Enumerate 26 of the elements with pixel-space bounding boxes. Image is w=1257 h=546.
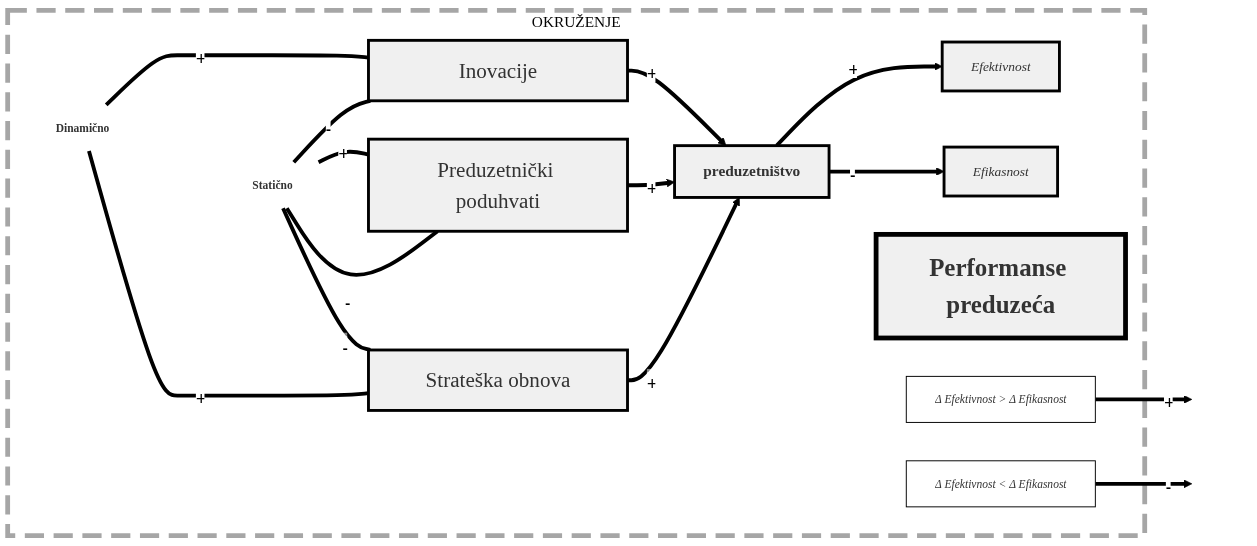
node-box: Strateška obnova — [367, 348, 629, 412]
edge-label: - — [1165, 476, 1172, 498]
node-text: Statično — [252, 178, 293, 192]
connector — [281, 207, 371, 352]
node-box: Efikasnost — [942, 145, 1059, 198]
node-box: Inovacije — [367, 38, 629, 103]
edge-label: - — [342, 336, 349, 358]
edge-label: - — [850, 163, 857, 185]
node-box: Preduzetnički poduhvati — [367, 137, 629, 233]
connector — [285, 207, 439, 277]
arrow — [1095, 395, 1193, 404]
arrow — [627, 197, 740, 383]
node-box: Performanse preduzeća — [873, 232, 1128, 341]
node-box: preduzetništvo — [673, 144, 831, 199]
node-text: Dinamično — [55, 121, 110, 135]
arrow — [1095, 479, 1193, 489]
node-box: Efektivnost — [940, 40, 1061, 93]
node-box: Δ Efektivnost < Δ Efikasnost — [905, 460, 1096, 508]
connector — [104, 53, 369, 107]
node-box: Δ Efektivnost > Δ Efikasnost — [905, 375, 1096, 423]
connector — [317, 149, 369, 164]
edge-label: - — [325, 117, 332, 139]
edge-label: - — [344, 292, 351, 314]
arrow — [627, 178, 675, 188]
arrow — [829, 167, 945, 176]
connector — [87, 150, 369, 398]
